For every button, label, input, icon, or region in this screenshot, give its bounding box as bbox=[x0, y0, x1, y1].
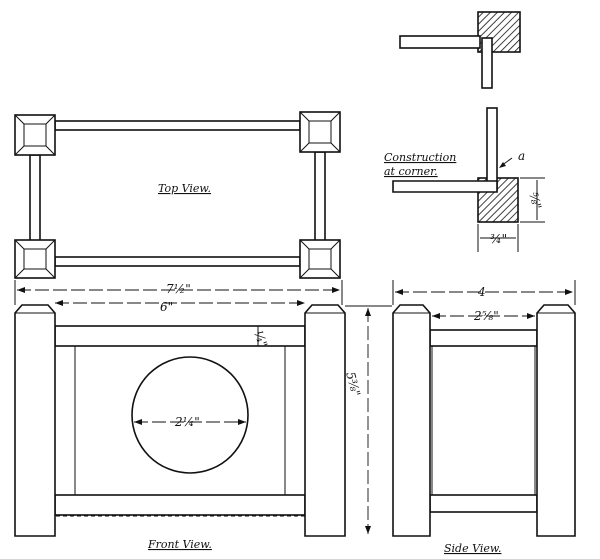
dim-overall-width: 7½" bbox=[166, 282, 191, 296]
dim-rail-offset: ¼" bbox=[251, 329, 270, 350]
construction-label-line1: Construction bbox=[384, 151, 456, 164]
dim-post-depth: ⅝" bbox=[526, 191, 544, 211]
corner-post-tl bbox=[14, 114, 56, 156]
corner-detail-top bbox=[399, 11, 521, 89]
dim-inner-width: 6" bbox=[160, 300, 173, 314]
dim-side-inner: 2⅝" bbox=[473, 309, 499, 323]
construction-label-line2: at corner. bbox=[384, 165, 438, 178]
corner-post-br bbox=[299, 239, 341, 279]
corner-detail-bottom: ⅝" ¾" Construction at corner. a bbox=[384, 107, 545, 252]
dim-hole-diameter: 2¼" bbox=[174, 415, 200, 429]
front-view: 2¼" ¼" 5⅜" Front View. bbox=[14, 304, 392, 551]
front-view-label: Front View. bbox=[147, 538, 212, 551]
dim-post-width: ¾" bbox=[490, 232, 507, 246]
dim-side-overall: 4 bbox=[477, 285, 486, 299]
top-view: Top View. bbox=[14, 111, 341, 279]
front-dimensions: 7½" 6" bbox=[14, 280, 343, 314]
corner-post-bl bbox=[14, 239, 56, 279]
corner-marker-a: a bbox=[518, 149, 525, 163]
dim-height: 5⅜" bbox=[343, 370, 363, 398]
side-view-label: Side View. bbox=[444, 542, 502, 555]
hole-circle bbox=[131, 356, 249, 474]
top-view-label: Top View. bbox=[158, 182, 211, 195]
corner-post-tr bbox=[299, 111, 341, 153]
side-view: 4 2⅝" Side View. bbox=[392, 280, 576, 555]
